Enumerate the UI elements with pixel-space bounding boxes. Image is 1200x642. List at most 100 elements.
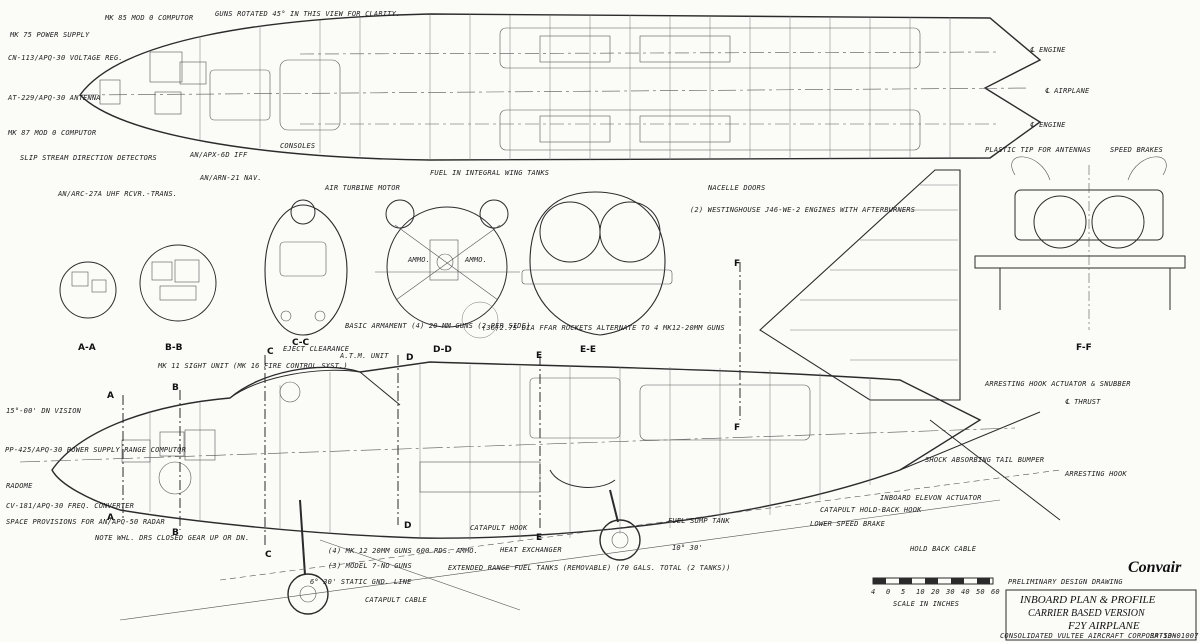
title-line1: INBOARD PLAN & PROFILE — [1019, 594, 1156, 606]
label-catapult-hook: CATAPULT HOOK — [470, 524, 528, 532]
section-markers — [122, 262, 741, 545]
scale-tick-label: 5 — [901, 588, 905, 596]
section-letter-group: A A B B C C D D E E F F — [107, 259, 740, 560]
label-space: SPACE PROVISIONS FOR AN/APQ-50 RADAR — [6, 518, 165, 526]
section-aa — [59, 261, 117, 319]
scale-tick-label: 50 — [976, 588, 985, 596]
label-angle: 10° 30' — [672, 544, 703, 552]
label-engine2: ℄ ENGINE — [1030, 121, 1066, 129]
label-mk85: MK 85 MOD 0 COMPUTOR — [104, 14, 193, 22]
scale-tick-label: 4 — [871, 588, 875, 596]
label-at229: AT-229/APQ-30 ANTENNA — [7, 94, 101, 102]
section-title-bb: B-B — [165, 343, 183, 353]
section-ff — [974, 156, 1186, 330]
label-vision: 15°-00' DN VISION — [6, 407, 82, 415]
label-fuelsump: FUEL SUMP TANK — [668, 517, 730, 525]
label-cv181: CV-181/APQ-30 FREQ. CONVERTER — [6, 502, 134, 510]
label-arn21: AN/ARN-21 NAV. — [199, 174, 262, 182]
label-arrhookact: ARRESTING HOOK ACTUATOR & SNUBBER — [984, 380, 1131, 388]
section-bb — [139, 244, 217, 322]
drawing-type: PRELIMINARY DESIGN DRAWING — [1008, 578, 1123, 586]
title-block: Convair PRELIMINARY DESIGN DRAWING INBOA… — [1000, 559, 1199, 641]
label-nacelle: NACELLE DOORS — [707, 184, 765, 192]
label-atm: A.T.M. UNIT — [339, 352, 389, 360]
section-letter: C — [265, 550, 272, 560]
label-mk87: MK 87 MOD 0 COMPUTOR — [7, 129, 96, 137]
label-ammo-left: AMMO. — [407, 256, 430, 264]
company-name: CONSOLIDATED VULTEE AIRCRAFT CORPORATION — [1000, 632, 1177, 640]
plan-view — [79, 13, 1042, 161]
section-letter: A — [107, 391, 114, 401]
label-static: 6° 30' STATIC GND. LINE — [310, 578, 412, 586]
section-letter: C — [267, 347, 274, 357]
landing-gear — [287, 469, 641, 615]
section-ee — [521, 191, 673, 336]
section-letter: D — [404, 521, 411, 531]
section-letter: F — [734, 259, 740, 269]
section-title-ee: E-E — [580, 345, 596, 355]
section-letter: F — [734, 423, 740, 433]
section-letter: E — [536, 533, 542, 543]
section-letter: E — [536, 351, 542, 361]
label-guns: (4) MK 12 20MM GUNS 600 RDS. AMMO. — [328, 547, 478, 555]
label-fuelwing: FUEL IN INTEGRAL WING TANKS — [430, 169, 549, 177]
title-line2: CARRIER BASED VERSION — [1028, 608, 1146, 619]
section-letter: B — [172, 528, 179, 538]
label-ammo-right: AMMO. — [464, 256, 487, 264]
section-title-dd: D-D — [433, 345, 452, 355]
label-heatx: HEAT EXCHANGER — [499, 546, 562, 554]
label-elevon: INBOARD ELEVON ACTUATOR — [880, 494, 982, 502]
label-guns-rot: GUNS ROTATED 45° IN THIS VIEW FOR CLARIT… — [215, 10, 400, 18]
label-slip: SLIP STREAM DIRECTION DETECTORS — [20, 154, 157, 162]
scale-tick-label: 60 — [991, 588, 1000, 596]
label-engine1: ℄ ENGINE — [1030, 46, 1066, 54]
section-title-ff: F-F — [1076, 343, 1092, 353]
section-letter: D — [406, 353, 413, 363]
label-extended: EXTENDED RANGE FUEL TANKS (REMOVABLE) (7… — [448, 564, 731, 572]
label-note: NOTE WHL. DRS CLOSED GEAR UP OR DN. — [94, 534, 250, 542]
plan-label-group: MK 75 POWER SUPPLY CN-113/APQ-30 VOLTAGE… — [7, 10, 1163, 214]
label-consoles: CONSOLES — [280, 142, 315, 150]
label-mk75: MK 75 POWER SUPPLY — [9, 31, 90, 39]
scale-tick-label: 40 — [961, 588, 970, 596]
company-logo: Convair — [1128, 559, 1182, 576]
label-shock: SHOCK ABSORBING TAIL BUMPER — [925, 456, 1044, 464]
section-cc — [264, 199, 348, 336]
section-letter: B — [172, 383, 179, 393]
section-title-aa: A-A — [78, 343, 96, 353]
label-catcable: CATAPULT CABLE — [365, 596, 427, 604]
label-mk11: MK 11 SIGHT UNIT (MK 16 FIRE CONTROL SYS… — [157, 362, 348, 370]
label-holdcable: HOLD BACK CABLE — [909, 545, 977, 553]
label-cn113: CN-113/APQ-30 VOLTAGE REG. — [8, 54, 123, 62]
label-lowerbrake: LOWER SPEED BRAKE — [810, 520, 886, 528]
scale-tick-label: 10 — [916, 588, 925, 596]
profile-view — [19, 361, 1061, 540]
label-rockets: (36)2.75 DIA FFAR ROCKETS ALTERNATE TO 4… — [482, 324, 725, 332]
profile-label-group: MK 11 SIGHT UNIT (MK 16 FIRE CONTROL SYS… — [5, 345, 1131, 604]
label-arrhook: ARRESTING HOOK — [1064, 470, 1127, 478]
ground-lines — [119, 469, 1061, 621]
scale-tick-label: 20 — [931, 588, 940, 596]
scale-caption: SCALE IN INCHES — [893, 600, 959, 608]
label-plastictip: PLASTIC TIP FOR ANTENNAS — [985, 146, 1091, 154]
label-radome: RADOME — [6, 482, 33, 490]
label-westinghouse: (2) WESTINGHOUSE J46-WE-2 ENGINES WITH A… — [690, 206, 915, 214]
label-thrust: ℄ THRUST — [1065, 398, 1101, 406]
section-dd — [375, 199, 520, 339]
scale-tick-label: 30 — [945, 588, 955, 596]
label-holdback: CATAPULT HOLD-BACK HOOK — [820, 506, 922, 514]
label-airturb: AIR TURBINE MOTOR — [324, 184, 400, 192]
section-label-group: A-A B-B C-C D-D E-E F-F AMMO. AMMO. BASI… — [78, 256, 1092, 355]
label-basic-armament: BASIC ARMAMENT (4) 20 MM GUNS (2 PER SID… — [345, 322, 530, 330]
label-ejector: EJECT CLEARANCE — [283, 345, 350, 353]
title-line3: F2Y AIRPLANE — [1067, 620, 1140, 632]
section-title-cc: C-C — [292, 338, 310, 348]
label-arc27: AN/ARC-27A UHF RCVR.-TRANS. — [57, 190, 177, 198]
section-letter: A — [107, 513, 114, 523]
label-speedbrakes: SPEED BRAKES — [1110, 146, 1163, 154]
drawing-number: SP-53-01007 — [1150, 632, 1199, 640]
label-apx6: AN/APX-6D IFF — [189, 151, 248, 159]
label-airplane: ℄ AIRPLANE — [1045, 87, 1090, 95]
